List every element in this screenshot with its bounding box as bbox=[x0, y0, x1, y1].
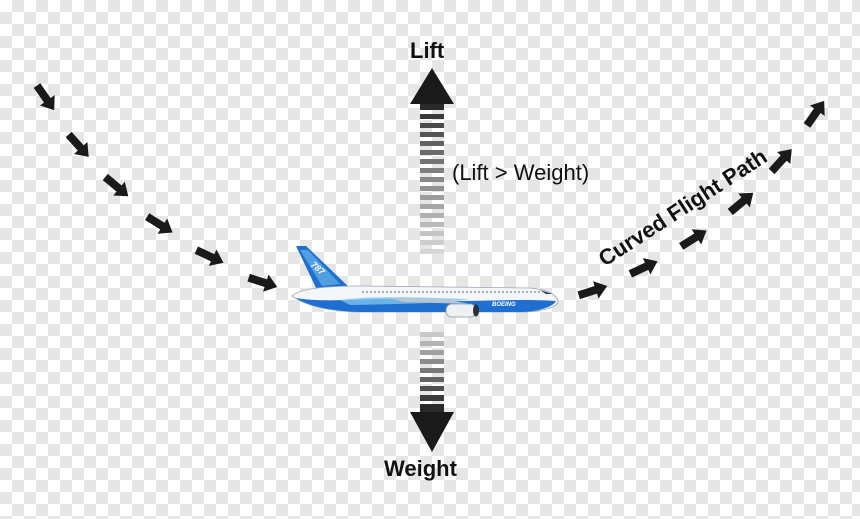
flight-path-arrows bbox=[33, 83, 825, 300]
condition-label: (Lift > Weight) bbox=[452, 160, 590, 185]
aircraft-livery-text: BOEING bbox=[492, 302, 516, 308]
weight-label: Weight bbox=[384, 456, 457, 481]
lift-arrow bbox=[410, 68, 454, 254]
lift-label: Lift bbox=[410, 38, 445, 63]
airplane-icon: BOEING 787 bbox=[291, 246, 559, 318]
weight-arrow bbox=[410, 332, 454, 452]
